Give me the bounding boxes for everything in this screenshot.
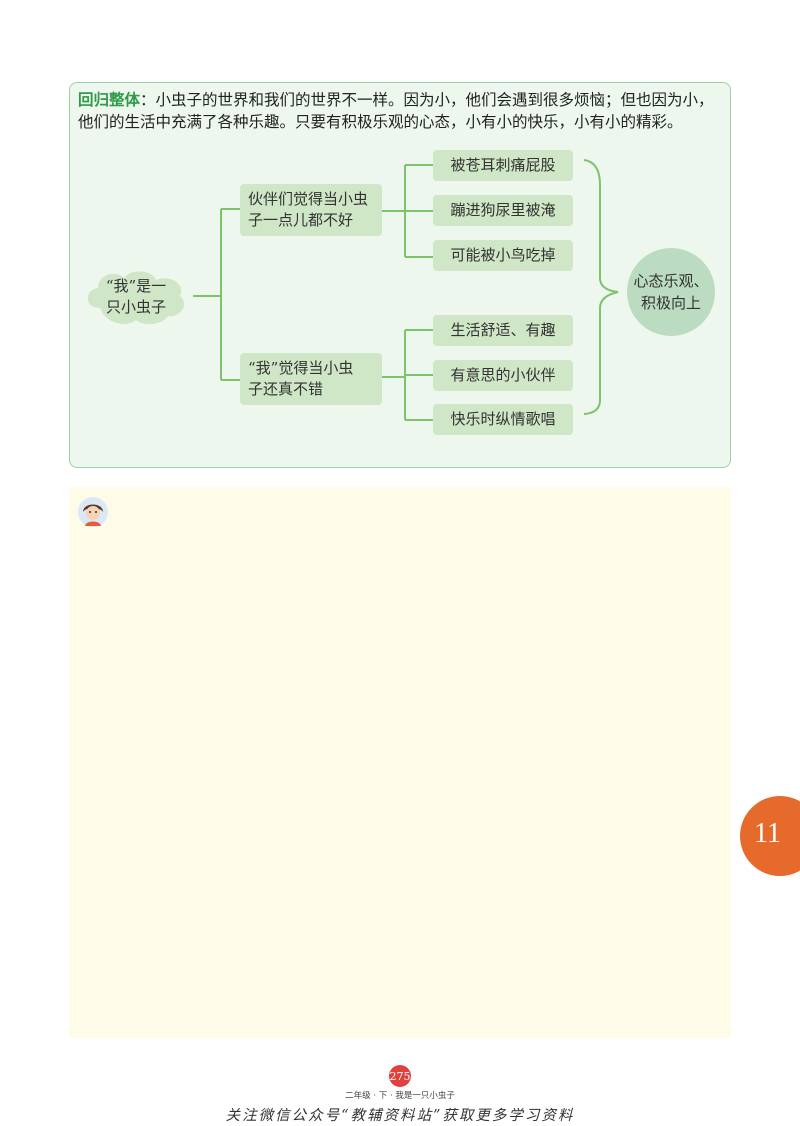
notes-area <box>69 487 731 1038</box>
brace-connector <box>583 159 619 415</box>
leaf-node: 生活舒适、有趣 <box>433 315 573 346</box>
leaf-node: 可能被小鸟吃掉 <box>433 240 573 271</box>
summary-paragraph: 回归整体：小虫子的世界和我们的世界不一样。因为小，他们会遇到很多烦恼；但也因为小… <box>78 89 724 133</box>
branch2-connector <box>381 329 433 421</box>
leaf-node: 快乐时纵情歌唱 <box>433 404 573 435</box>
summary-text: ：小虫子的世界和我们的世界不一样。因为小，他们会遇到很多烦恼；但也因为小，他们的… <box>78 91 714 131</box>
branch-2-line-2: 子还真不错 <box>248 380 324 398</box>
branch-1-line-2: 子一点儿都不好 <box>248 211 354 229</box>
leaf-node: 被苍耳刺痛屁股 <box>433 150 573 181</box>
summary-box: 回归整体：小虫子的世界和我们的世界不一样。因为小，他们会遇到很多烦恼；但也因为小… <box>69 82 731 468</box>
root-node: “我”是一 只小虫子 <box>80 266 192 328</box>
chapter-tab: 11 <box>740 796 800 876</box>
chapter-number: 11 <box>754 818 781 849</box>
conclusion-line-1: 心态乐观、 <box>633 272 709 290</box>
root-line-2: 只小虫子 <box>105 298 166 316</box>
branch-1-line-1: 伙伴们觉得当小虫 <box>248 190 369 208</box>
conclusion-node: 心态乐观、积极向上 <box>627 248 715 336</box>
page-number: 275 <box>389 1065 411 1087</box>
branch-node-me: “我”觉得当小虫子还真不错 <box>240 353 382 405</box>
leaf-node: 蹦进狗尿里被淹 <box>433 195 573 226</box>
promo-text: 关注微信公众号“教辅资料站”获取更多学习资料 <box>225 1108 575 1124</box>
conclusion-line-2: 积极向上 <box>640 294 701 312</box>
leaf-node: 有意思的小伙伴 <box>433 360 573 391</box>
cloud-shape <box>87 271 185 325</box>
root-line-1: “我”是一 <box>105 277 167 295</box>
student-avatar-icon <box>78 497 108 527</box>
branch-node-partners: 伙伴们觉得当小虫子一点儿都不好 <box>240 184 382 236</box>
summary-label: 回归整体 <box>78 90 141 109</box>
lesson-title: 二年级 · 下 · 我是一只小虫子 <box>345 1091 455 1101</box>
mindmap-connectors <box>193 159 619 421</box>
branch1-connector <box>381 164 433 258</box>
branch-2-line-1: “我”觉得当小虫 <box>248 359 354 377</box>
root-connector <box>193 208 240 381</box>
